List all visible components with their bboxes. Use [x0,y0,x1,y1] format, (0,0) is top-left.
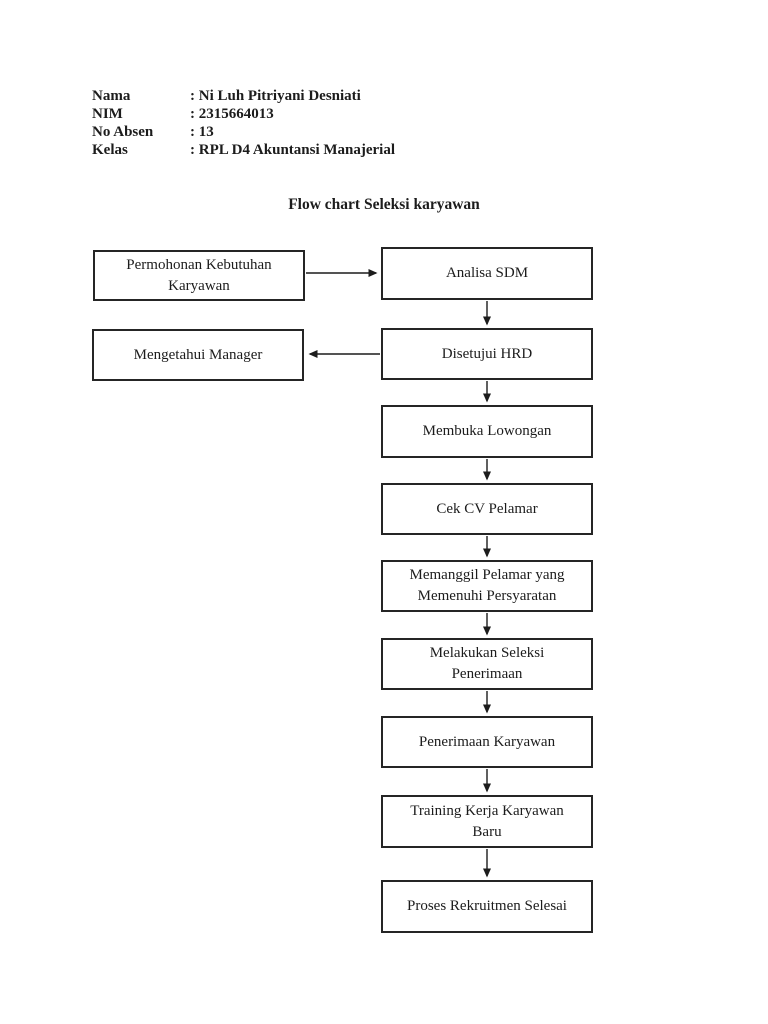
flow-box-permohonan-kebutuhan-karyawan: Permohonan Kebutuhan Karyawan [93,250,305,301]
page-title: Flow chart Seleksi karyawan [288,196,480,213]
flow-box-label: Membuka Lowongan [422,423,552,439]
flow-box-membuka-lowongan: Membuka Lowongan [381,405,593,458]
info-label: Nama [92,88,131,104]
info-row-kelas: Kelas : RPL D4 Akuntansi Manajerial [92,141,395,159]
flow-box-penerimaan-karyawan: Penerimaan Karyawan [381,716,593,768]
flow-box-mengetahui-manager: Mengetahui Manager [92,329,304,381]
info-label: No Absen [92,124,154,140]
info-label: Kelas [92,142,128,158]
info-value: : RPL D4 Akuntansi Manajerial [190,142,396,158]
flow-box-label: Disetujui HRD [441,345,533,362]
info-value: : Ni Luh Pitriyani Desniati [190,88,361,104]
flow-box-memanggil-pelamar: Memanggil Pelamar yang Memenuhi Persyara… [381,560,593,612]
student-info-block: Nama : Ni Luh Pitriyani Desniati NIM : 2… [92,87,395,159]
flow-box-training-kerja-karyawan-baru: Training Kerja Karyawan Baru [381,795,593,848]
flow-box-label: Melakukan Seleksi Penerimaan [429,645,545,682]
flow-box-proses-rekruitmen-selesai: Proses Rekruitmen Selesai [381,880,593,933]
flow-box-analisa-sdm: Analisa SDM [381,247,593,300]
info-value: : 13 [190,124,214,140]
flow-box-label: Proses Rekruitmen Selesai [407,898,567,914]
flow-box-label: Memanggil Pelamar yang Memenuhi Persyara… [409,567,565,604]
flow-box-label: Training Kerja Karyawan Baru [410,802,564,840]
flow-box-label: Permohonan Kebutuhan Karyawan [126,256,272,294]
flow-box-label: Analisa SDM [445,265,529,281]
info-row-nama: Nama : Ni Luh Pitriyani Desniati [92,87,395,105]
flow-box-label: Cek CV Pelamar [436,500,538,517]
info-value: : 2315664013 [190,106,274,122]
flow-box-melakukan-seleksi: Melakukan Seleksi Penerimaan [381,638,593,690]
info-row-nim: NIM : 2315664013 [92,105,395,123]
info-label: NIM [92,106,123,122]
flow-box-label: Mengetahui Manager [133,346,263,363]
flow-box-label: Penerimaan Karyawan [418,733,556,750]
flow-box-disetujui-hrd: Disetujui HRD [381,328,593,380]
info-row-no-absen: No Absen : 13 [92,123,395,141]
flow-box-cek-cv-pelamar: Cek CV Pelamar [381,483,593,535]
